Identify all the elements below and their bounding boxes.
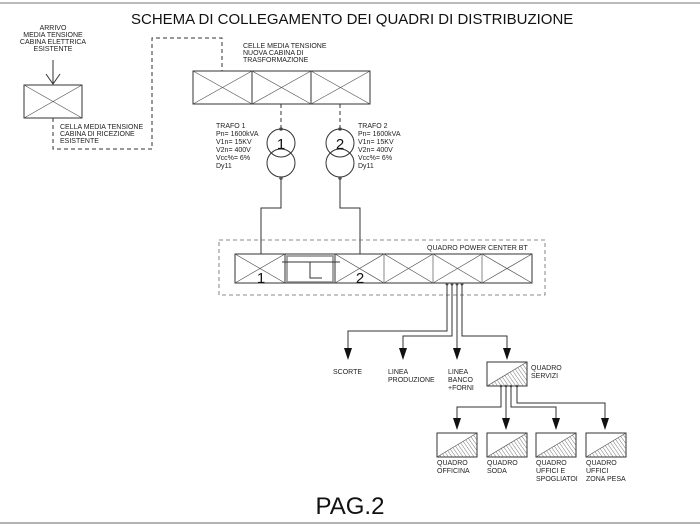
output-label-line: +FORNI: [448, 385, 474, 392]
sub-panel-label-line: SPOGLIATOI: [536, 476, 578, 483]
mv-cells-label-line: NUOVA CABINA DI: [243, 50, 304, 57]
output-label-banco-forni: LINEA BANCO +FORNI: [448, 369, 474, 392]
sub-panel-label-line: UFFICI E: [536, 468, 565, 475]
diagram-title: SCHEMA DI COLLEGAMENTO DEI QUADRI DI DIS…: [131, 11, 573, 28]
spec-line: Pn= 1600kVA: [216, 131, 259, 138]
power-center-panel: [234, 253, 533, 284]
sub-panel-uffici-spogliatoi: [535, 432, 577, 458]
output-label-line: LINEA: [388, 369, 409, 376]
incoming-label-line: ESISTENTE: [34, 46, 73, 53]
lv-cable-trafo-2: [339, 179, 361, 254]
spec-line: V2n= 400V: [358, 147, 393, 154]
servizi-label-line: SERVIZI: [531, 373, 558, 380]
mv-cells-label-line: TRASFORMAZIONE: [243, 57, 309, 64]
existing-cell-label: CELLA MEDIA TENSIONE CABINA DI RICEZIONE…: [60, 124, 143, 145]
sub-panel-label-uffici-spogliatoi: QUADRO UFFICI E SPOGLIATOI: [536, 460, 578, 483]
spec-line: Dy11: [358, 163, 374, 170]
spec-line: Pn= 1600kVA: [358, 131, 401, 138]
output-label-line: BANCO: [448, 377, 473, 384]
power-center-enclosure: [218, 239, 546, 296]
sub-panel-label-uffici-zona-pesa: QUADRO UFFICI ZONA PESA: [586, 460, 626, 483]
sub-panel-label-line: QUADRO: [487, 460, 518, 467]
servizi-feeders: [453, 384, 609, 430]
arrow-officina: [453, 418, 461, 430]
incoming-label-line: CABINA ELETTRICA: [20, 39, 86, 46]
power-center-cell-1-number: 1: [257, 270, 265, 287]
spec-line: V1n= 15KV: [358, 139, 394, 146]
power-center-label: QUADRO POWER CENTER BT: [427, 245, 528, 252]
output-label-produzione: LINEA PRODUZIONE: [388, 369, 435, 384]
arrow-scorte: [344, 348, 352, 360]
spec-line: Dy11: [216, 163, 232, 170]
output-label-line: LINEA: [448, 369, 469, 376]
sub-panel-label-line: OFFICINA: [437, 468, 470, 475]
sub-panel-officina: [436, 432, 478, 458]
power-center-cell-2-number: 2: [356, 270, 364, 287]
transformer-1: 1: [266, 127, 296, 180]
existing-mv-cell: [23, 84, 83, 119]
mv-cable-dashed: [52, 37, 223, 150]
arrow-servizi: [503, 348, 511, 360]
mv-cells-label-line: CELLE MEDIA TENSIONE: [243, 43, 327, 50]
spec-line: V2n= 400V: [216, 147, 251, 154]
bus-coupler-cell: [286, 255, 334, 283]
existing-cell-label-line: CABINA DI RICEZIONE: [60, 131, 135, 138]
transformer-1-specs: TRAFO 1 Pn= 1600kVA V1n= 15KV V2n= 400V …: [216, 123, 259, 170]
arrow-uffici-zona-pesa: [601, 418, 609, 430]
sub-panel-label-line: UFFICI: [586, 468, 609, 475]
spec-line: Vcc%= 6%: [216, 155, 250, 162]
spec-line: TRAFO 1: [216, 123, 246, 130]
sub-panel-uffici-zona-pesa: [585, 432, 627, 458]
mv-cells-label: CELLE MEDIA TENSIONE NUOVA CABINA DI TRA…: [243, 43, 327, 64]
spec-line: Vcc%= 6%: [358, 155, 392, 162]
transformer-1-number: 1: [277, 136, 285, 153]
incoming-label: ARRIVO MEDIA TENSIONE CABINA ELETTRICA E…: [20, 25, 86, 53]
arrow-produzione: [399, 348, 407, 360]
transformer-2-number: 2: [336, 136, 344, 153]
sub-panel-label-line: SODA: [487, 468, 507, 475]
output-label-scorte: SCORTE: [333, 369, 362, 376]
quadro-servizi: [486, 361, 528, 387]
output-label-line: PRODUZIONE: [388, 377, 435, 384]
sub-panel-label-line: QUADRO: [586, 460, 617, 467]
mv-cells-panel: [192, 70, 371, 105]
quadro-servizi-label: QUADRO SERVIZI: [531, 365, 562, 380]
existing-cell-label-line: CELLA MEDIA TENSIONE: [60, 124, 143, 131]
arrow-uffici-spogliatoi: [552, 418, 560, 430]
existing-cell-label-line: ESISTENTE: [60, 138, 99, 145]
sub-panel-label-officina: QUADRO OFFICINA: [437, 460, 470, 475]
spec-line: TRAFO 2: [358, 123, 388, 130]
arrow-banco-forni: [453, 348, 461, 360]
transformer-2: 2: [325, 127, 355, 180]
sub-panel-label-line: ZONA PESA: [586, 476, 626, 483]
sub-panel-label-line: QUADRO: [437, 460, 468, 467]
page-label: PAG.2: [316, 493, 385, 520]
lv-cable-trafo-1: [260, 179, 282, 254]
outgoing-feeders: [344, 282, 511, 360]
incoming-label-line: MEDIA TENSIONE: [23, 32, 83, 39]
sub-panel-label-soda: QUADRO SODA: [487, 460, 518, 475]
incoming-label-line: ARRIVO: [40, 25, 67, 32]
spec-line: V1n= 15KV: [216, 139, 252, 146]
incoming-arrow: [45, 60, 61, 85]
transformer-2-specs: TRAFO 2 Pn= 1600kVA V1n= 15KV V2n= 400V …: [358, 123, 401, 170]
arrow-soda: [502, 418, 510, 430]
sub-panel-label-line: QUADRO: [536, 460, 567, 467]
sub-panel-soda: [486, 432, 528, 458]
servizi-label-line: QUADRO: [531, 365, 562, 372]
